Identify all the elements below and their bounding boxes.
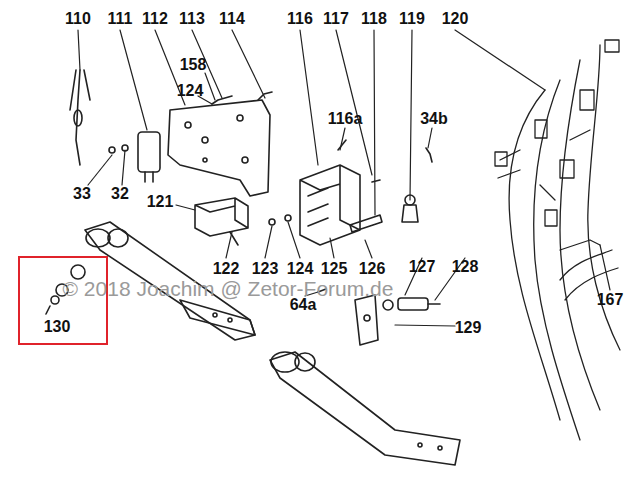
callout-number: 167 bbox=[597, 292, 624, 308]
callout-number: 125 bbox=[321, 261, 348, 277]
callout-number: 117 bbox=[323, 11, 349, 27]
callout-number: 129 bbox=[455, 320, 482, 336]
callout-number: 64a bbox=[290, 297, 317, 313]
callout-number: 128 bbox=[452, 259, 479, 275]
callout-number: 113 bbox=[179, 11, 205, 27]
callout-number: 111 bbox=[108, 11, 133, 27]
callout-number: 158 bbox=[180, 57, 207, 73]
callout-number: 33 bbox=[73, 186, 91, 202]
callout-number: 114 bbox=[219, 11, 245, 27]
callout-number: 126 bbox=[359, 261, 386, 277]
callout-number: 119 bbox=[399, 11, 425, 27]
callout-number: 118 bbox=[361, 11, 387, 27]
callout-number: 120 bbox=[442, 11, 469, 27]
callout-number: 127 bbox=[409, 259, 436, 275]
callout-number: 32 bbox=[111, 186, 129, 202]
callout-number: 116a bbox=[328, 111, 363, 127]
watermark: © 2018 Joachim @ Zetor-Forum.de bbox=[63, 278, 394, 299]
callout-number: 121 bbox=[147, 194, 174, 210]
callout-number: 122 bbox=[213, 261, 240, 277]
callout-number: 34b bbox=[420, 111, 448, 127]
callout-number: 112 bbox=[142, 11, 168, 27]
callout-number: 130 bbox=[44, 319, 71, 335]
callout-number: 116 bbox=[287, 11, 313, 27]
highlight-frame: 130 bbox=[18, 256, 108, 345]
callout-number: 124 bbox=[287, 261, 314, 277]
callout-number: 110 bbox=[65, 11, 91, 27]
callout-number: 123 bbox=[252, 261, 279, 277]
callout-number: 124 bbox=[177, 83, 204, 99]
